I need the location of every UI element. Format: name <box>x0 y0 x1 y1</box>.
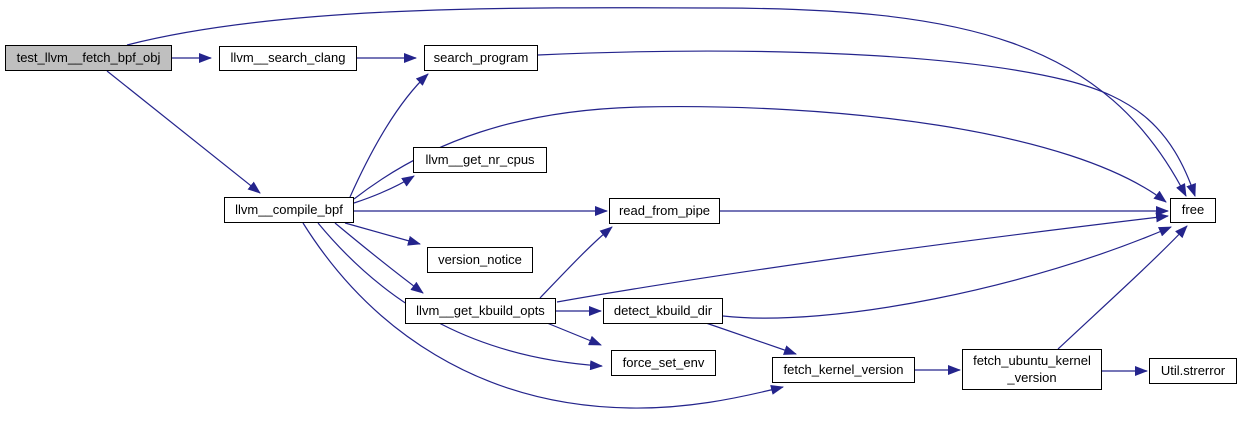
node-llvm__get_kbuild_opts[interactable]: llvm__get_kbuild_opts <box>405 298 556 324</box>
node-search_program[interactable]: search_program <box>424 45 538 71</box>
edge-llvm__compile_bpf-to-search_program <box>349 73 429 198</box>
edge-detect_kbuild_dir-to-fetch_kernel_version <box>705 322 797 355</box>
edge-llvm__compile_bpf-to-llvm__get_nr_cpus <box>353 175 415 204</box>
node-Util.strerror[interactable]: Util.strerror <box>1149 358 1237 384</box>
edge-llvm__compile_bpf-to-llvm__get_kbuild_opts <box>334 222 424 294</box>
edges-group <box>106 7 1196 409</box>
edge-llvm__compile_bpf-to-fetch_kernel_version <box>302 222 784 409</box>
edge-detect_kbuild_dir-to-free <box>722 226 1172 319</box>
node-detect_kbuild_dir[interactable]: detect_kbuild_dir <box>603 298 723 324</box>
edge-llvm__compile_bpf-to-free <box>353 106 1167 203</box>
node-read_from_pipe[interactable]: read_from_pipe <box>609 198 720 224</box>
node-force_set_env[interactable]: force_set_env <box>611 350 716 376</box>
edge-llvm__get_kbuild_opts-to-force_set_env <box>546 322 602 346</box>
edge-test_llvm__fetch_bpf_obj-to-free <box>126 7 1187 197</box>
node-llvm__compile_bpf[interactable]: llvm__compile_bpf <box>224 197 354 223</box>
node-fetch_ubuntu_kernel_version[interactable]: fetch_ubuntu_kernel _version <box>962 349 1102 390</box>
node-llvm__get_nr_cpus[interactable]: llvm__get_nr_cpus <box>413 147 547 173</box>
node-test_llvm__fetch_bpf_obj[interactable]: test_llvm__fetch_bpf_obj <box>5 45 172 71</box>
node-free[interactable]: free <box>1170 198 1216 223</box>
node-version_notice[interactable]: version_notice <box>427 247 533 273</box>
edge-llvm__get_kbuild_opts-to-read_from_pipe <box>539 226 613 299</box>
edge-llvm__get_kbuild_opts-to-free <box>556 212 1169 303</box>
node-llvm__search_clang[interactable]: llvm__search_clang <box>219 46 357 71</box>
edge-llvm__compile_bpf-to-force_set_env <box>317 222 603 371</box>
node-fetch_kernel_version[interactable]: fetch_kernel_version <box>772 357 915 383</box>
edge-test_llvm__fetch_bpf_obj-to-llvm__compile_bpf <box>106 70 261 194</box>
edge-search_program-to-free <box>537 50 1196 197</box>
edge-llvm__compile_bpf-to-version_notice <box>344 222 421 246</box>
edge-fetch_ubuntu_kernel_version-to-free <box>1057 225 1188 350</box>
